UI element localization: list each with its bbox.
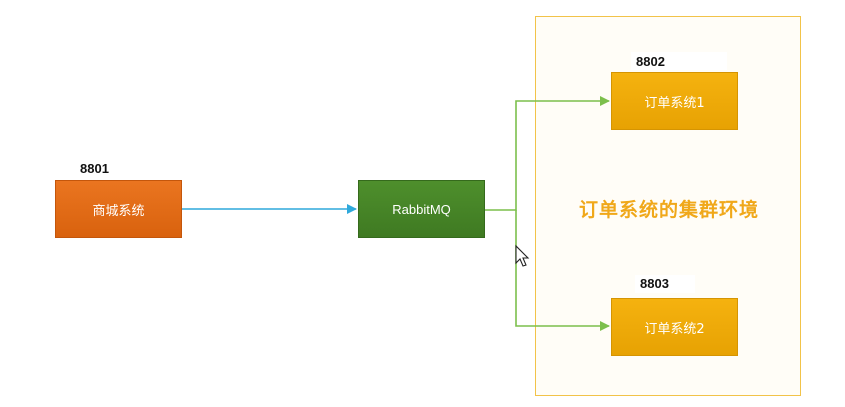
port-label-order1: 8802 — [636, 54, 665, 69]
node-mall-system[interactable]: 商城系统 — [55, 180, 182, 238]
node-order-system-2[interactable]: 订单系统2 — [611, 298, 738, 356]
port-label-order2: 8803 — [640, 276, 669, 291]
mouse-pointer-icon — [515, 244, 530, 267]
node-order-system-1[interactable]: 订单系统1 — [611, 72, 738, 130]
port-label-mall: 8801 — [80, 161, 109, 176]
port-label-background — [631, 52, 727, 70]
edge-mq-to-order1 — [485, 96, 610, 211]
node-rabbitmq[interactable]: RabbitMQ — [358, 180, 485, 238]
port-label-background — [635, 275, 695, 293]
cluster-title: 订单系统的集群环境 — [578, 199, 759, 221]
edge-mq-to-order2 — [515, 210, 610, 331]
